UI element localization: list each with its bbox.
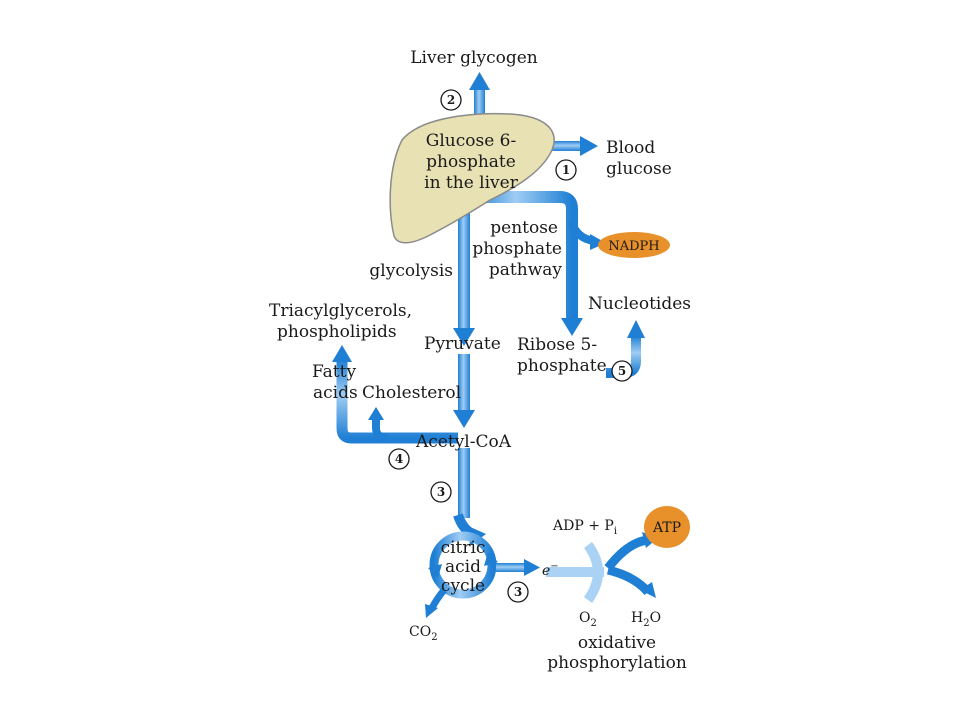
svg-text:acid: acid [445,557,481,577]
electron-arrow [496,559,540,576]
co2-arrow [425,587,447,618]
liver-label: Glucose 6- phosphate in the liver [424,131,519,193]
oxidative-phosphorylation-arrows [546,532,658,603]
step-4-marker: 4 [388,448,410,470]
svg-text:phosphate: phosphate [472,239,562,259]
svg-text:glucose: glucose [606,159,672,179]
svg-text:Ribose 5-: Ribose 5- [517,335,597,355]
svg-text:acids: acids [313,383,358,403]
cholesterol-label: Cholesterol [362,383,461,403]
svg-text:phosphate: phosphate [517,356,607,376]
svg-text:Fatty: Fatty [312,362,356,382]
svg-text:Blood: Blood [606,138,655,158]
glycogen-arrow [469,72,490,128]
atp-label: ATP [652,520,681,536]
step-3b-marker: 3 [507,581,529,603]
svg-text:phosphorylation: phosphorylation [547,653,687,673]
pentose-pathway-label: pentose phosphate pathway [472,218,562,280]
fatty-acids-label: Fatty acids [312,362,358,403]
step-1-marker: 1 [555,159,577,181]
pyruvate-label: Pyruvate [424,334,501,354]
nadph-label: NADPH [608,239,659,254]
glycolysis-label: glycolysis [369,261,453,281]
triacylglycerols-label: Triacylglycerols, phospholipids [269,301,412,342]
blood-glucose-label: Blood glucose [606,138,672,179]
citric-acid-cycle-ring [428,531,498,599]
liver-glycogen-label: Liver glycogen [410,48,538,68]
oxidative-phosphorylation-label: oxidative phosphorylation [547,633,687,673]
svg-text:phospholipids: phospholipids [277,322,397,342]
blood-glucose-arrow [540,136,598,156]
atp-pill: ATP [644,506,690,548]
step-3-number: 3 [437,485,445,499]
step-3-marker: 3 [430,481,452,503]
acetyl-to-cycle-arrow [453,448,486,546]
step-4-number: 4 [395,452,403,466]
ribose-label: Ribose 5- phosphate [517,335,607,376]
svg-text:Triacylglycerols,: Triacylglycerols, [269,301,412,321]
o2-label: O2 [579,610,597,629]
acetyl-coa-label: Acetyl-CoA [415,432,512,452]
electron-label: e− [542,561,559,579]
nadph-arrow [568,220,606,250]
step-2-marker: 2 [440,89,462,111]
svg-text:phosphate: phosphate [426,152,516,172]
svg-text:citric: citric [441,538,486,558]
nucleotides-label: Nucleotides [588,294,691,314]
svg-text:pathway: pathway [489,260,562,280]
pyruvate-to-acetyl-arrow [453,354,475,428]
step-2-number: 2 [447,93,455,107]
svg-text:Glucose 6-: Glucose 6- [426,131,516,151]
co2-label: CO2 [409,624,438,643]
svg-text:oxidative: oxidative [578,633,656,653]
nadph-pill: NADPH [598,232,670,258]
step-1-number: 1 [562,163,570,177]
pentose-branch-arrow [470,191,583,336]
step-5-number: 5 [618,364,626,378]
liver-shape [389,112,555,244]
step-5-marker: 5 [611,360,633,382]
adp-pi-label: ADP + Pi [552,518,617,537]
svg-text:cycle: cycle [441,576,485,596]
fatty-acid-branch-arrow [332,345,458,444]
step-3b-number: 3 [514,585,522,599]
citric-acid-cycle-label: citric acid cycle [441,538,486,596]
svg-text:pentose: pentose [490,218,558,238]
h2o-label: H2O [631,610,661,629]
svg-text:in the liver: in the liver [424,173,519,193]
